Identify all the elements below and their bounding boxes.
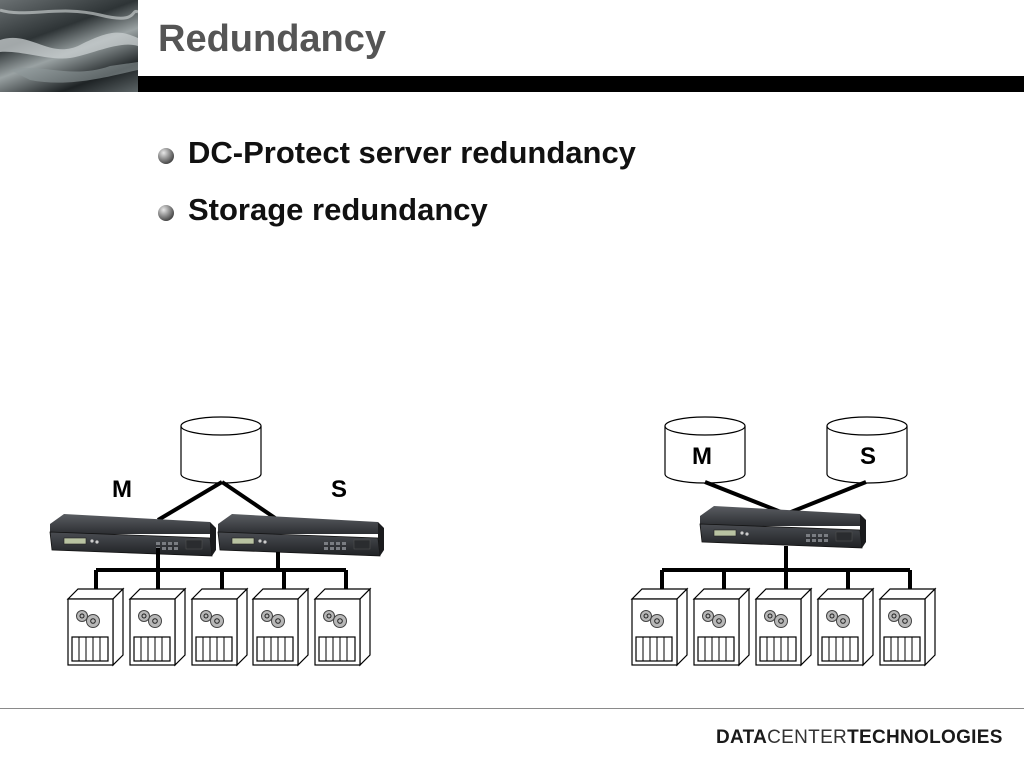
- server-icon: [191, 588, 248, 666]
- footer-divider: [0, 708, 1024, 709]
- logo-part-center: CENTER: [767, 727, 848, 748]
- redundancy-diagram: M S M S: [49, 416, 936, 666]
- slide-title: Redundancy: [158, 18, 387, 60]
- connector-line: [220, 480, 280, 522]
- server-icon: [129, 588, 186, 666]
- bullet-icon: [158, 147, 174, 164]
- server-rack: [699, 505, 867, 549]
- connector-line: [156, 480, 224, 522]
- left-server-group: [67, 588, 371, 666]
- connector-line: [704, 480, 787, 516]
- slave-label: S: [331, 476, 347, 503]
- logo-part-data: DATA: [716, 727, 768, 748]
- slave-server-rack: [217, 513, 385, 557]
- server-icon: [314, 588, 371, 666]
- bullet-item: DC-Protect server redundancy: [158, 124, 636, 181]
- server-icon: [693, 588, 750, 666]
- connector-line: [785, 480, 867, 516]
- bullet-icon: [158, 204, 174, 221]
- bullet-text: Storage redundancy: [188, 191, 488, 227]
- right-server-group: [631, 588, 936, 666]
- server-icon: [879, 588, 936, 666]
- bullet-text: DC-Protect server redundancy: [188, 134, 636, 170]
- company-logo: DATACENTERTECHNOLOGIES: [716, 727, 1003, 749]
- logo-part-technologies: TECHNOLOGIES: [847, 727, 1003, 748]
- master-server-rack: [49, 513, 217, 557]
- server-icon: [631, 588, 688, 666]
- header-photo: [0, 0, 138, 92]
- bullet-list: DC-Protect server redundancy Storage red…: [158, 124, 636, 238]
- left-storage-cylinder: [180, 416, 262, 484]
- server-icon: [252, 588, 309, 666]
- bullet-item: Storage redundancy: [158, 181, 636, 238]
- server-icon: [67, 588, 124, 666]
- master-label: M: [112, 476, 132, 503]
- server-icon: [755, 588, 812, 666]
- slave-storage-label: S: [860, 443, 876, 470]
- master-storage-label: M: [692, 443, 712, 470]
- title-bar: [138, 76, 1024, 92]
- server-icon: [817, 588, 874, 666]
